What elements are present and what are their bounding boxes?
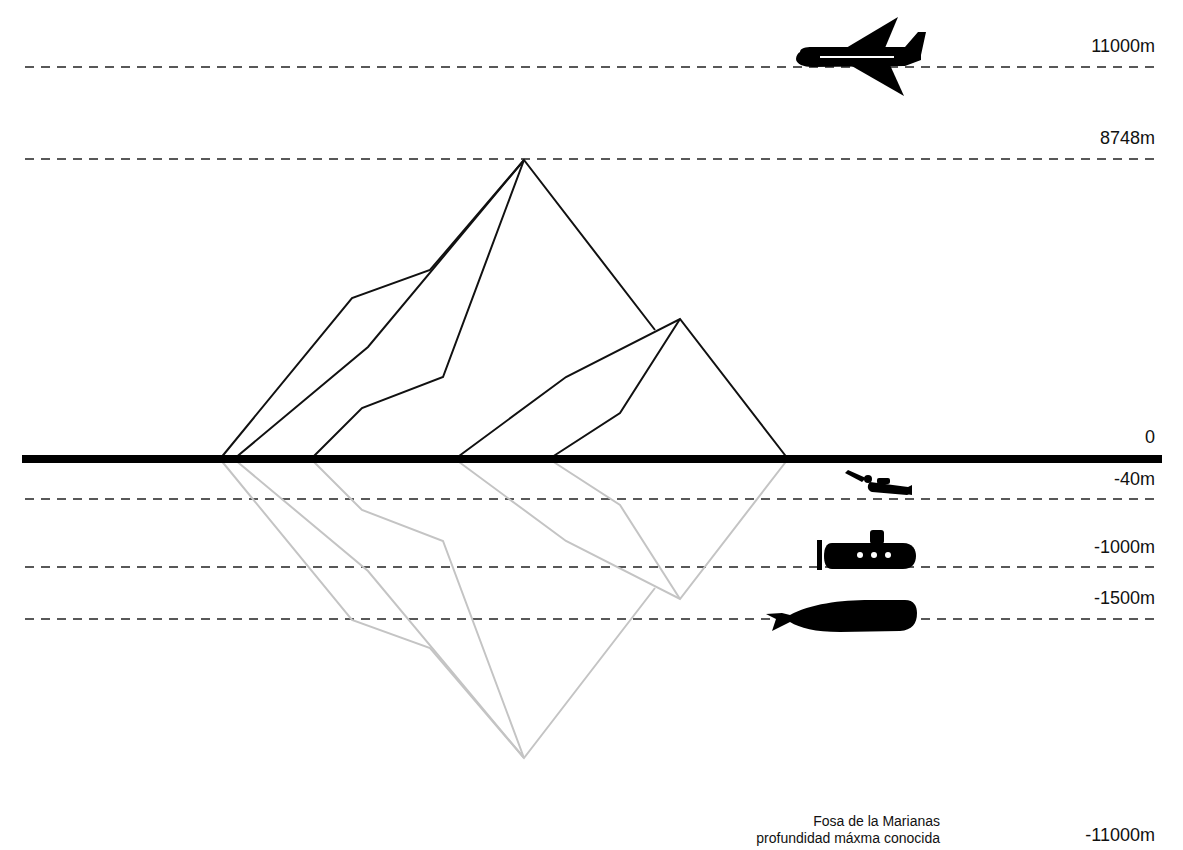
depth-label: -11000m [1083,825,1157,845]
level-lines [25,67,1155,619]
altitude-label: 8748m [1098,128,1157,148]
mountain [220,160,788,459]
depth-label: -40m [1112,469,1157,489]
submarine-icon [817,530,916,570]
sea-level-line [22,455,1162,463]
mountain-reflection [220,459,788,758]
diver-icon [845,470,912,495]
whale-icon [766,600,917,632]
altitude-label: 11000m [1089,36,1157,56]
depth-label: -1500m [1092,588,1157,608]
sea-level-label: 0 [1143,427,1157,447]
airplane-windows [820,56,894,58]
depth-label: -1000m [1092,537,1157,557]
trench-note: Fosa de la Marianas profundidad máxma co… [738,813,942,847]
airplane-icon [796,17,926,96]
